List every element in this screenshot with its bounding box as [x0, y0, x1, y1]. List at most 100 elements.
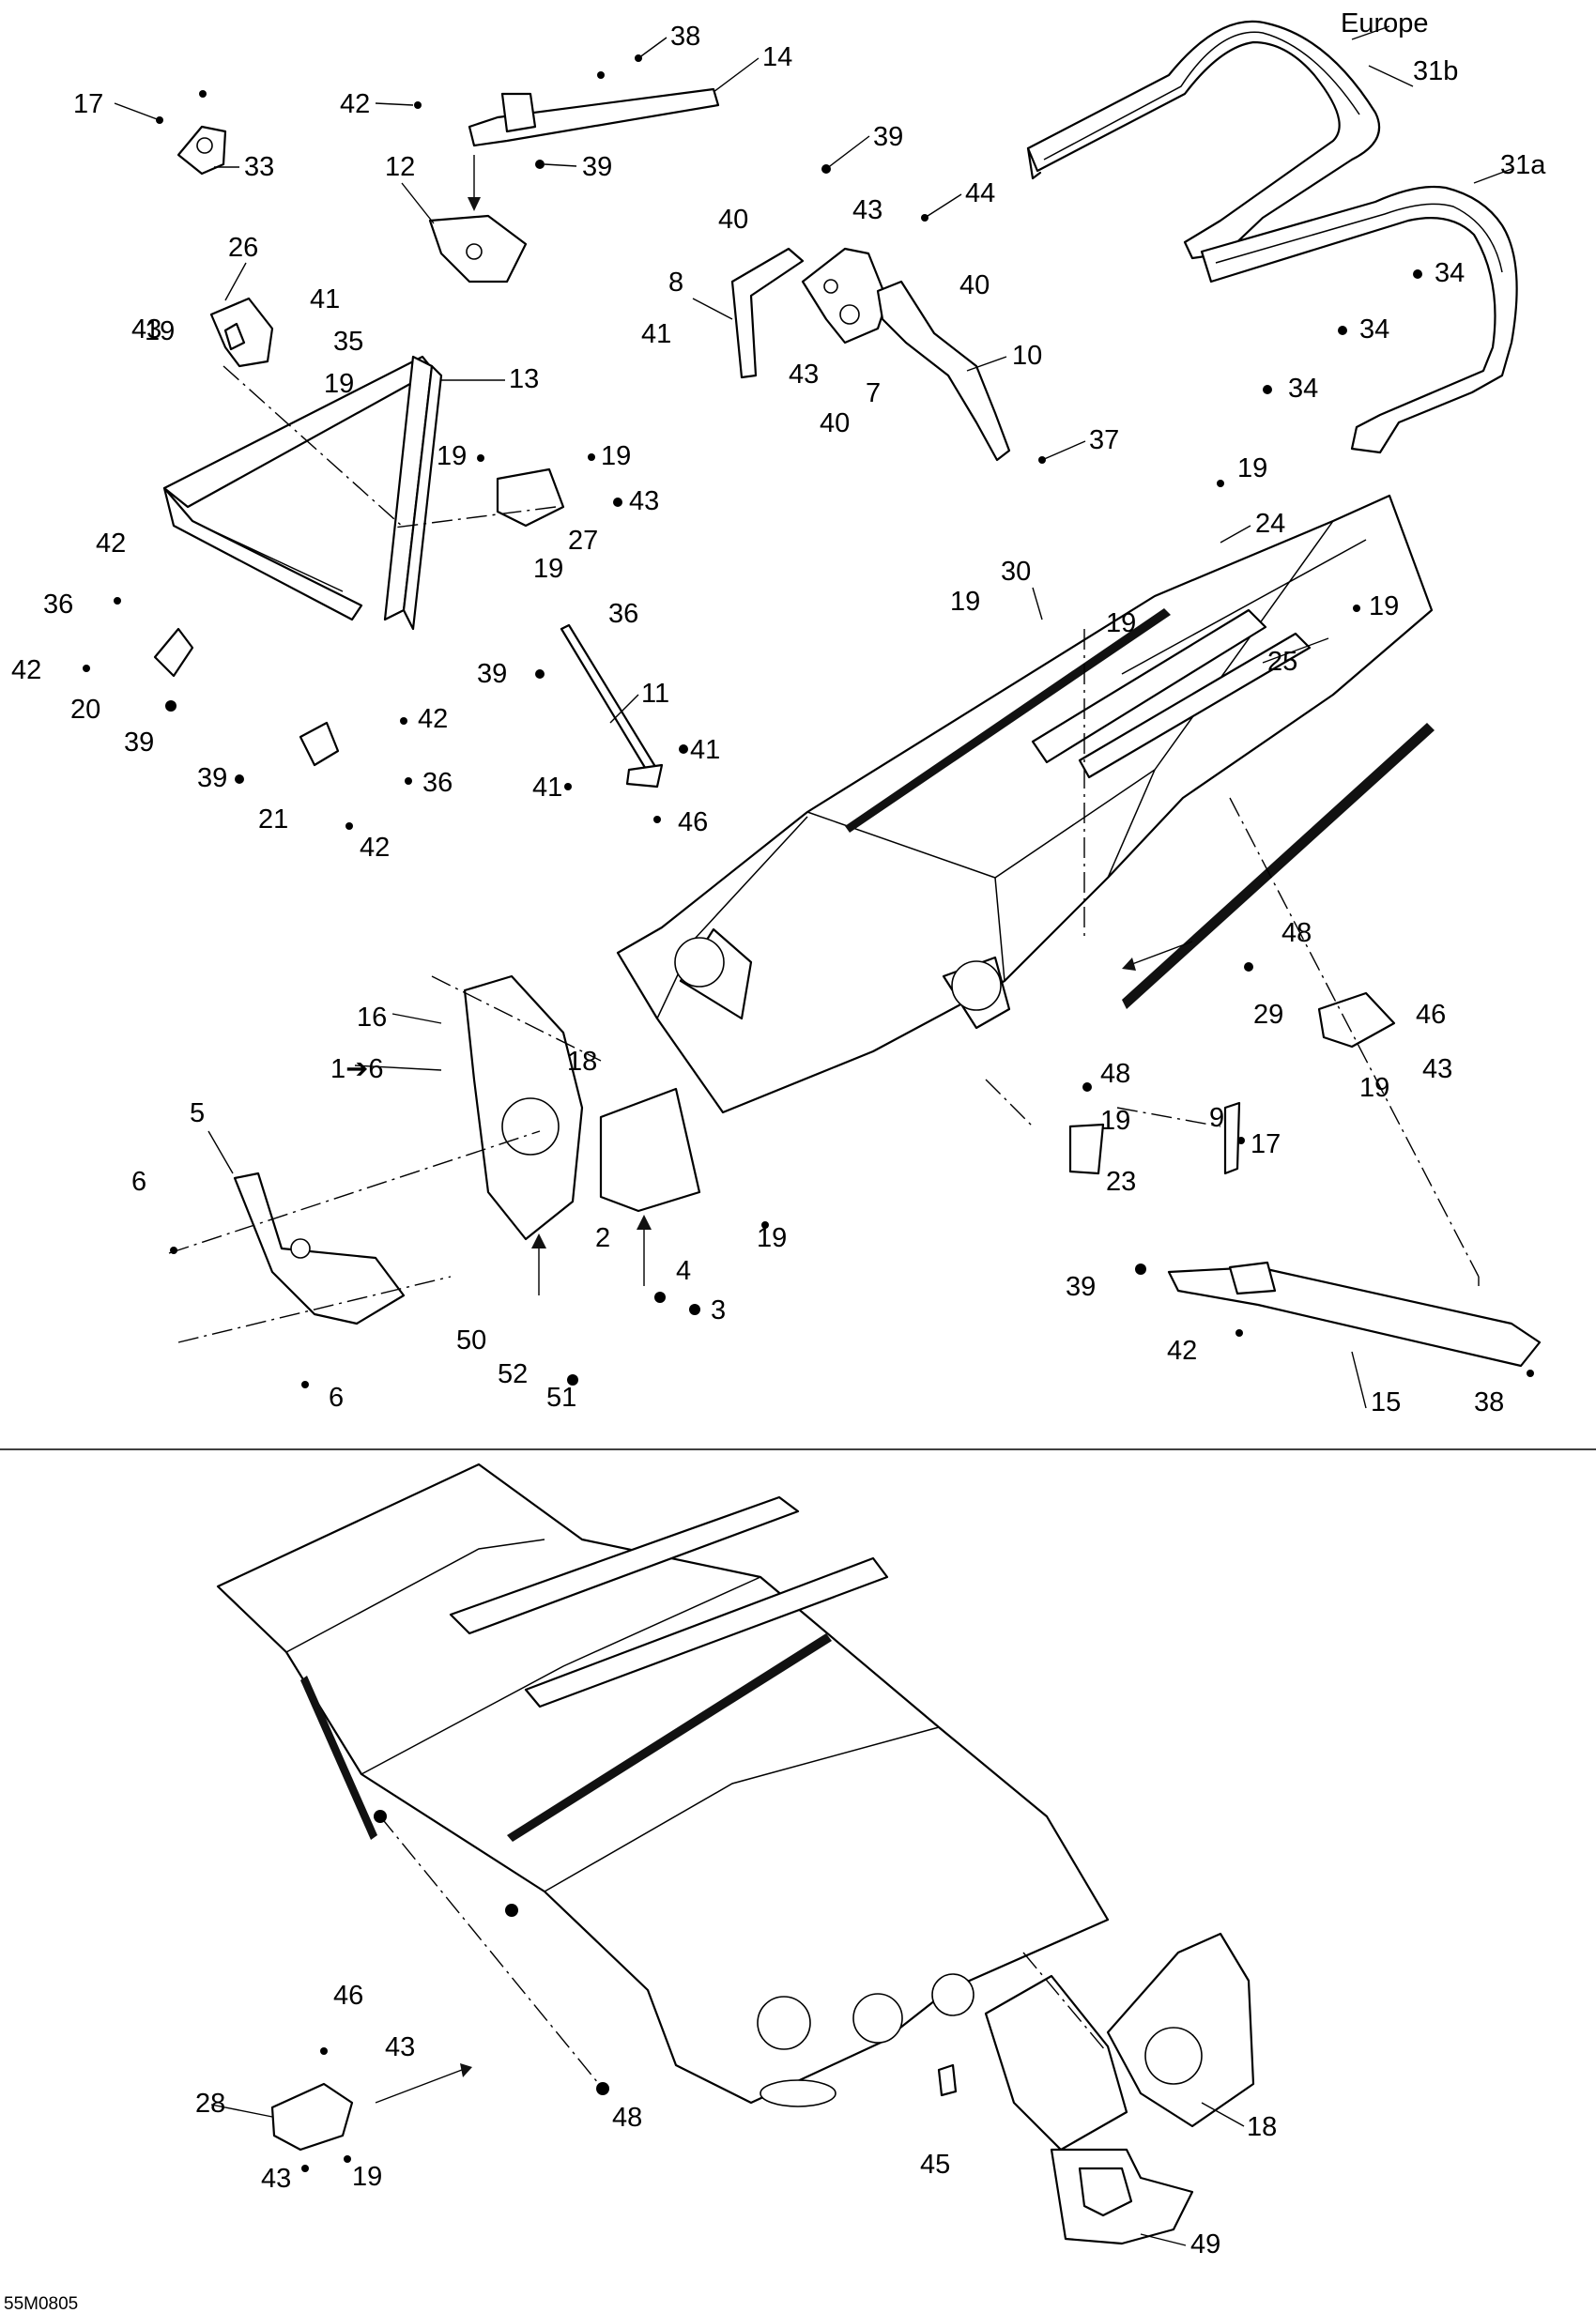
callout-13: 13 — [509, 364, 539, 394]
callout-19: 19 — [1106, 608, 1136, 638]
callout-2: 2 — [595, 1223, 610, 1253]
callout-43: 43 — [852, 195, 882, 225]
callout-19: 19 — [950, 587, 980, 617]
callout-19: 19 — [437, 441, 467, 471]
callout-45: 45 — [920, 2150, 950, 2180]
rear-bumper-31b — [1026, 20, 1414, 260]
callout-9: 9 — [1209, 1103, 1224, 1133]
callout-21: 21 — [258, 804, 288, 835]
callout-48: 48 — [612, 2103, 642, 2133]
callout-44: 44 — [965, 178, 995, 208]
callout-23: 23 — [1106, 1167, 1136, 1197]
callout-51: 51 — [546, 1383, 576, 1413]
callout-29: 29 — [1253, 1000, 1283, 1030]
callout-19: 19 — [757, 1223, 787, 1253]
callout-12: 12 — [385, 152, 415, 182]
callout-52: 52 — [498, 1359, 528, 1389]
alignment-lines — [168, 365, 1480, 1343]
callout-19: 19 — [352, 2162, 382, 2192]
callout-19: 19 — [1369, 591, 1399, 621]
callout-30: 30 — [1001, 557, 1031, 587]
arrows — [531, 941, 1193, 1295]
callout-46: 46 — [678, 807, 708, 837]
callout-39: 39 — [582, 152, 612, 182]
front-suspension-support — [233, 974, 701, 1325]
front-a-frame-13 — [162, 355, 443, 631]
callout-48: 48 — [1100, 1059, 1130, 1089]
callout-36: 36 — [43, 590, 73, 620]
bracket-33 — [176, 125, 227, 176]
callout-24: 24 — [1255, 509, 1285, 539]
callout-34: 34 — [1359, 314, 1389, 345]
callout-37: 37 — [1089, 425, 1119, 455]
callout-19: 19 — [533, 554, 563, 584]
callout-14: 14 — [762, 42, 792, 72]
chassis-underside — [216, 1463, 1110, 2107]
callout-36: 36 — [422, 768, 453, 798]
region-note-europe: Europe — [1341, 8, 1429, 38]
callout-labels: Europe 55M0805 38 14 17 42 33 39 12 26 4… — [4, 8, 1546, 2313]
bottom-leads — [375, 1815, 1107, 2104]
bracket-26 — [209, 297, 274, 368]
rear-bumper-31a — [1200, 168, 1518, 454]
callout-34: 34 — [1288, 374, 1318, 404]
footrest-28 — [270, 2082, 354, 2152]
chassis-main — [616, 494, 1435, 1114]
callout-39: 39 — [477, 659, 507, 689]
callout-42: 42 — [1167, 1336, 1197, 1366]
callout-43: 43 — [629, 486, 659, 516]
callout-1-to-6: 1➔6 — [330, 1054, 384, 1084]
front-support-bottom — [984, 1932, 1255, 2152]
callout-43: 43 — [131, 314, 161, 345]
callout-40: 40 — [959, 270, 990, 300]
callout-42: 42 — [360, 833, 390, 863]
callout-43: 43 — [261, 2164, 291, 2194]
callout-48: 48 — [1281, 918, 1312, 948]
callout-42: 42 — [340, 89, 370, 119]
strut-11 — [560, 623, 664, 789]
callout-8: 8 — [668, 268, 683, 298]
callout-31a: 31a — [1500, 150, 1546, 180]
callout-20: 20 — [70, 695, 100, 725]
callout-15: 15 — [1371, 1387, 1401, 1417]
callout-43: 43 — [789, 360, 819, 390]
callout-3: 3 — [711, 1295, 726, 1325]
callout-5: 5 — [190, 1098, 205, 1128]
callout-28: 28 — [195, 2089, 225, 2119]
callout-46: 46 — [333, 1981, 363, 2011]
drawing-reference: 55M0805 — [4, 2294, 78, 2313]
callout-11: 11 — [641, 679, 669, 709]
callout-39: 39 — [873, 122, 903, 152]
callout-39: 39 — [197, 763, 227, 793]
footrest-29 — [1317, 991, 1396, 1049]
callout-41: 41 — [690, 735, 720, 765]
callout-leaders — [114, 37, 1367, 2246]
callout-6: 6 — [131, 1167, 146, 1197]
callout-19: 19 — [1237, 453, 1267, 483]
callout-34: 34 — [1435, 258, 1465, 288]
callout-26: 26 — [228, 233, 258, 263]
callout-18: 18 — [567, 1047, 597, 1077]
callout-38: 38 — [1474, 1387, 1504, 1417]
callout-39: 39 — [1066, 1272, 1096, 1302]
callout-31b: 31b — [1413, 56, 1458, 86]
bracket-12 — [428, 214, 528, 283]
callout-41: 41 — [532, 773, 562, 803]
callout-42: 42 — [96, 528, 126, 559]
callout-50: 50 — [456, 1325, 486, 1356]
callout-18: 18 — [1247, 2112, 1277, 2142]
callout-17: 17 — [1251, 1129, 1281, 1159]
callout-6: 6 — [329, 1383, 344, 1413]
callout-27: 27 — [568, 526, 598, 556]
bracket-27 — [496, 467, 565, 528]
upper-column-14 — [468, 87, 720, 211]
steering-support-assembly — [730, 247, 1011, 462]
callout-19: 19 — [1100, 1106, 1130, 1136]
rod-15 — [1167, 1261, 1542, 1368]
callout-4: 4 — [676, 1256, 691, 1286]
callout-42: 42 — [11, 655, 41, 685]
callout-19: 19 — [1359, 1073, 1389, 1103]
callout-35: 35 — [333, 327, 363, 357]
skid-plate-49 — [1050, 2148, 1194, 2245]
callout-41: 41 — [641, 319, 671, 349]
